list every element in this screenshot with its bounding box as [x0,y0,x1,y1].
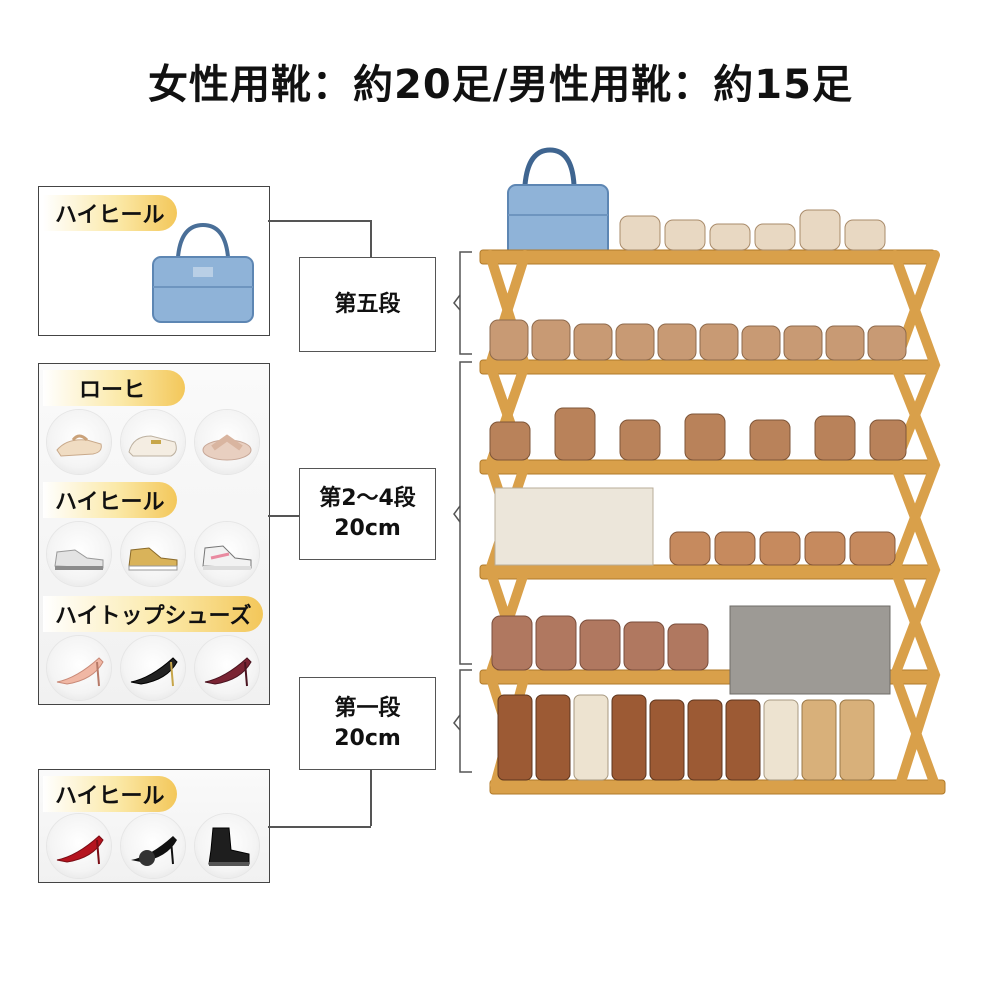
shoe-rows [489,209,907,781]
loafer-icon [128,435,177,457]
low-heel-tag: ローヒ [43,370,186,406]
tier5-label-text: 第五段 [334,291,401,317]
high-heel-tag: ハイヒール [43,482,177,518]
strappy-heel-icon [131,836,177,866]
tier1-label-text: 第一段 [334,695,401,721]
tier2-4-label-text: 第2～4段 [319,486,416,511]
bottom-panel-tag: ハイヒール [43,776,177,812]
top-shoe-panel: ハイヒール [38,186,270,336]
top-panel-tag: ハイヒール [43,195,177,231]
handbag-icon [152,222,254,323]
stiletto-icon [204,657,252,687]
sneaker-icon [54,549,104,570]
tier1-height-text: 20cm [334,725,401,751]
stiletto-icon [130,657,178,687]
middle-shoe-panel: ローヒ ハイヒール ハイトップシューズ [38,363,270,705]
high-top-tag: ハイトップシューズ [43,596,264,632]
slipper-icon [202,434,252,461]
stiletto-icon [56,835,104,865]
handbag-icon [507,147,609,258]
tier2-4-height-text: 20cm [334,516,401,541]
stiletto-icon [56,657,104,687]
sneaker-icon [128,547,178,571]
tier-brackets [453,251,472,773]
bamboo-shoe-rack [479,147,946,795]
page-title: 女性用靴：約20足/男性用靴：約15足 [148,62,853,108]
tier1-label: 第一段 20cm [299,677,436,770]
combat-boot-icon [208,827,250,866]
flat-sandal-icon [56,434,102,457]
tier2-4-label: 第2～4段 20cm [299,468,436,560]
bottom-shoe-panel: ハイヒール [38,769,270,883]
tier5-label: 第五段 [299,257,436,352]
sneaker-icon [202,545,252,570]
